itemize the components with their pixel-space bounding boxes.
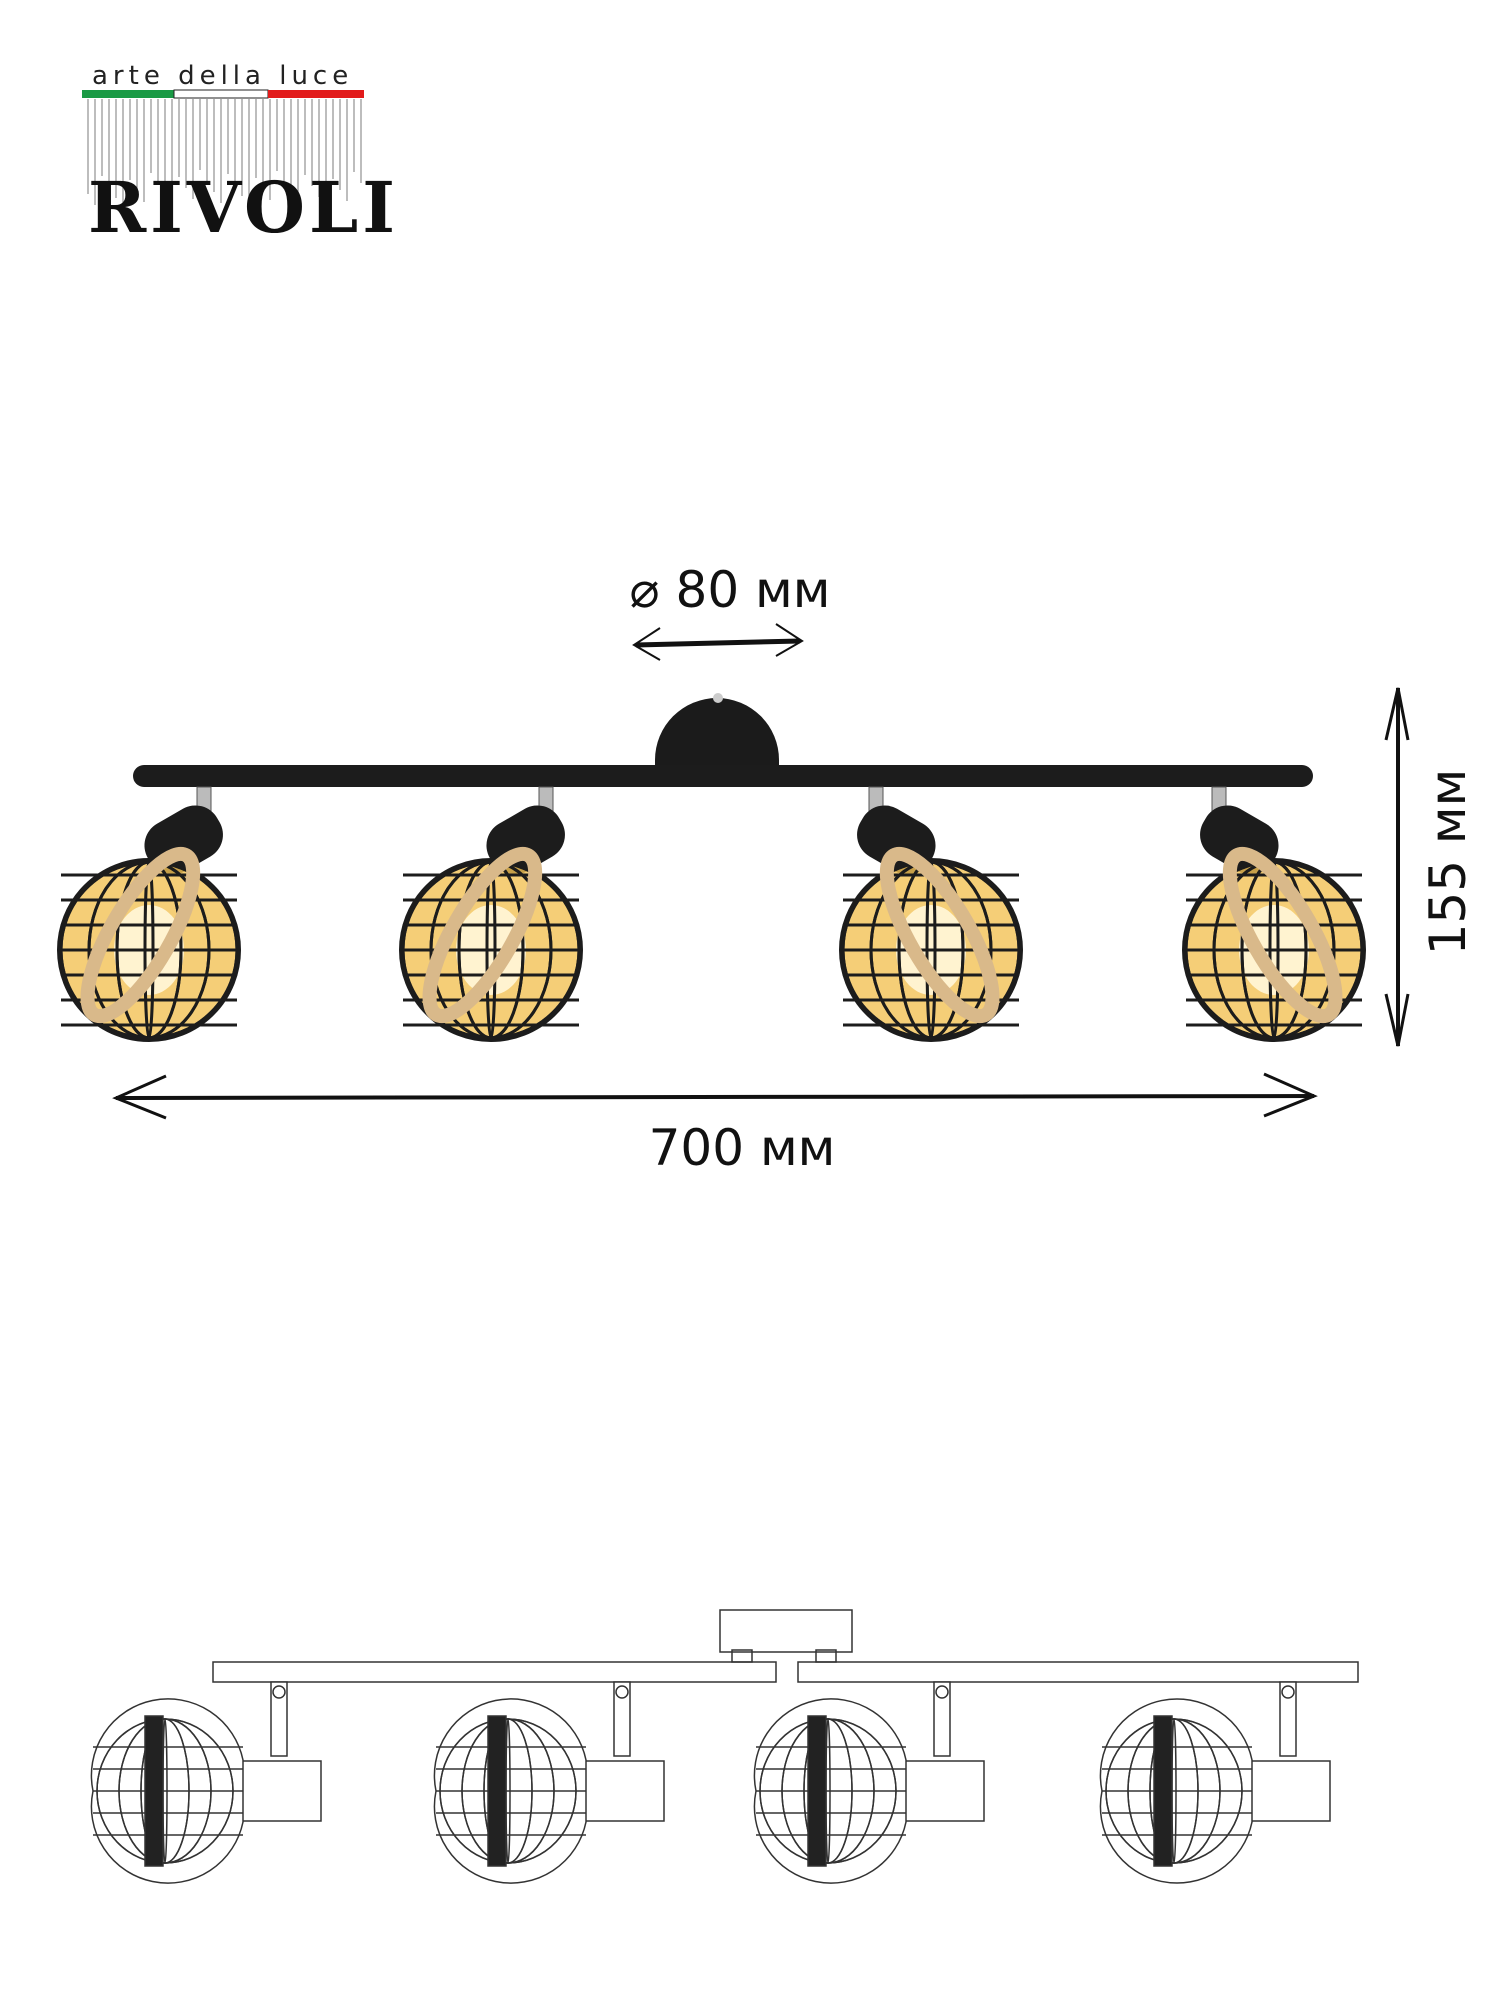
- drawing-rail-right: [797, 1661, 1359, 1683]
- canopy-width-arrow: [632, 623, 804, 661]
- height-label: 155 мм: [1419, 769, 1477, 956]
- flag-white: [173, 89, 269, 99]
- drawing-spotlight-1: [90, 1681, 322, 1884]
- line-drawing: [90, 1609, 1359, 1884]
- drawing-spotlight-2: [433, 1681, 665, 1884]
- width-arrow: [112, 1072, 1318, 1120]
- drawing-canopy: [719, 1609, 853, 1653]
- height-arrow: [1384, 687, 1410, 1047]
- drawing-rail-left: [212, 1661, 777, 1683]
- mounting-bar: [133, 765, 1313, 787]
- logo-brand: RIVOLI: [88, 166, 399, 249]
- drawing-spotlight-4: [1099, 1681, 1331, 1884]
- spotlight-3: [839, 786, 1023, 1042]
- spotlight-2: [399, 786, 583, 1042]
- logo-tagline: arte della luce: [92, 61, 353, 91]
- flag-red: [268, 90, 364, 98]
- fixture-photo: [57, 693, 1366, 1042]
- canopy: [655, 698, 779, 770]
- canopy-diameter-label: ⌀ 80 мм: [630, 561, 831, 619]
- flag-green: [82, 90, 174, 98]
- rivoli-logo: arte della luce RIVOLI: [82, 61, 399, 249]
- width-label: 700 мм: [649, 1119, 836, 1177]
- drawing-spotlight-3: [753, 1681, 985, 1884]
- spotlight-4: [1182, 786, 1366, 1042]
- spotlight-1: [57, 786, 241, 1042]
